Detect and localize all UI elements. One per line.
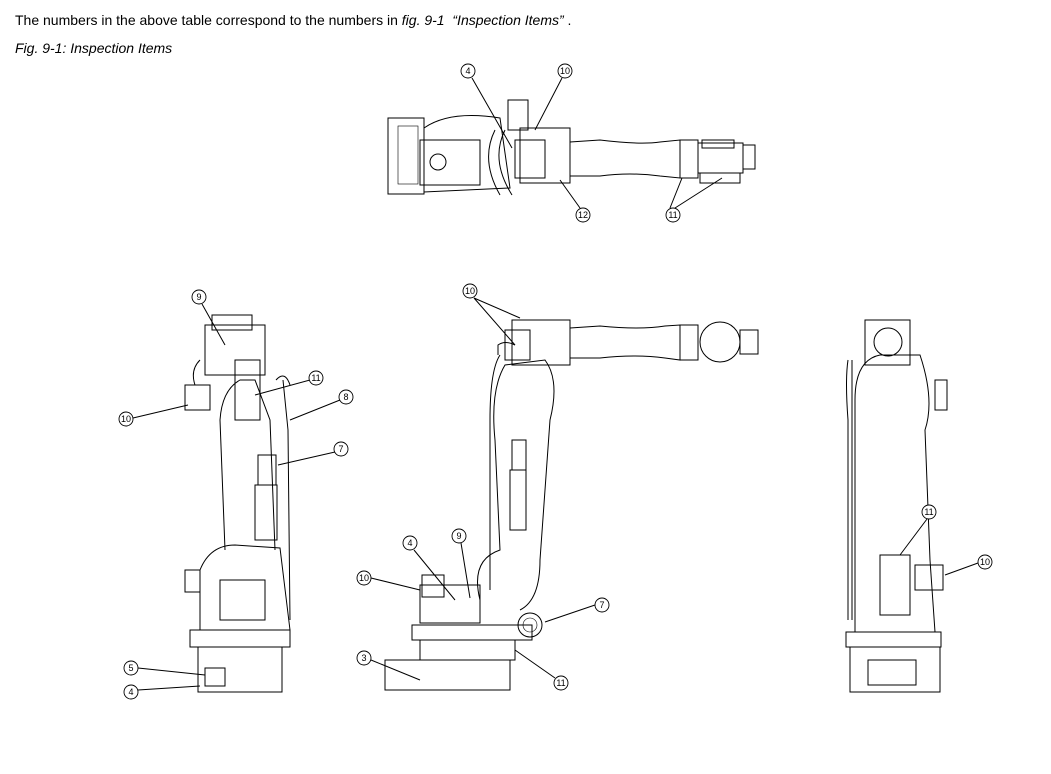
callout-left-11: 11 bbox=[308, 370, 324, 386]
svg-text:3: 3 bbox=[361, 653, 366, 663]
callout-top-4: 4 bbox=[460, 63, 476, 79]
svg-text:4: 4 bbox=[407, 538, 412, 548]
svg-text:11: 11 bbox=[924, 507, 933, 517]
callout-right-10: 10 bbox=[977, 554, 993, 570]
svg-text:11: 11 bbox=[311, 373, 320, 383]
svg-text:9: 9 bbox=[456, 531, 461, 541]
svg-text:11: 11 bbox=[668, 210, 677, 220]
figure-reference[interactable]: fig. 9-1 bbox=[401, 12, 445, 28]
callout-front-11: 11 bbox=[553, 675, 569, 691]
svg-text:9: 9 bbox=[196, 292, 201, 302]
svg-text:12: 12 bbox=[578, 210, 588, 220]
svg-text:7: 7 bbox=[338, 444, 343, 454]
callout-front-7: 7 bbox=[594, 597, 610, 613]
callout-front-10b: 10 bbox=[356, 570, 372, 586]
intro-paragraph: The numbers in the above table correspon… bbox=[15, 12, 571, 28]
svg-text:10: 10 bbox=[465, 286, 475, 296]
callout-left-5: 5 bbox=[123, 660, 139, 676]
svg-text:10: 10 bbox=[121, 414, 131, 424]
svg-text:8: 8 bbox=[343, 392, 348, 402]
svg-text:4: 4 bbox=[465, 66, 470, 76]
callouts: 4 10 12 11 9 11 8 10 7 5 4 10 4 9 10 7 3… bbox=[118, 63, 993, 700]
callout-top-10: 10 bbox=[557, 63, 573, 79]
callout-front-10a: 10 bbox=[462, 283, 478, 299]
callout-left-4: 4 bbox=[123, 684, 139, 700]
callout-left-7: 7 bbox=[333, 441, 349, 457]
callout-left-9: 9 bbox=[191, 289, 207, 305]
callout-front-3: 3 bbox=[356, 650, 372, 666]
robot-top-view bbox=[387, 99, 756, 196]
callout-top-11: 11 bbox=[665, 207, 681, 223]
callout-front-4: 4 bbox=[402, 535, 418, 551]
callout-top-12: 12 bbox=[575, 207, 591, 223]
svg-text:10: 10 bbox=[560, 66, 570, 76]
svg-text:10: 10 bbox=[359, 573, 369, 583]
figure-reference-title: “Inspection Items” bbox=[452, 12, 564, 28]
intro-period: . bbox=[563, 12, 572, 28]
figure-caption: Fig. 9-1: Inspection Items bbox=[15, 40, 173, 56]
svg-text:7: 7 bbox=[599, 600, 604, 610]
robot-left-view bbox=[184, 314, 291, 693]
callout-front-9: 9 bbox=[451, 528, 467, 544]
intro-text: The numbers in the above table correspon… bbox=[15, 12, 402, 28]
callout-left-8: 8 bbox=[338, 389, 354, 405]
svg-text:4: 4 bbox=[128, 687, 133, 697]
leader-lines bbox=[132, 77, 979, 691]
svg-text:10: 10 bbox=[980, 557, 990, 567]
robot-right-view bbox=[845, 319, 948, 693]
svg-text:11: 11 bbox=[556, 678, 565, 688]
svg-text:5: 5 bbox=[128, 663, 133, 673]
robot-front-view bbox=[384, 319, 759, 691]
callout-left-10: 10 bbox=[118, 411, 134, 427]
callout-right-11: 11 bbox=[921, 504, 937, 520]
